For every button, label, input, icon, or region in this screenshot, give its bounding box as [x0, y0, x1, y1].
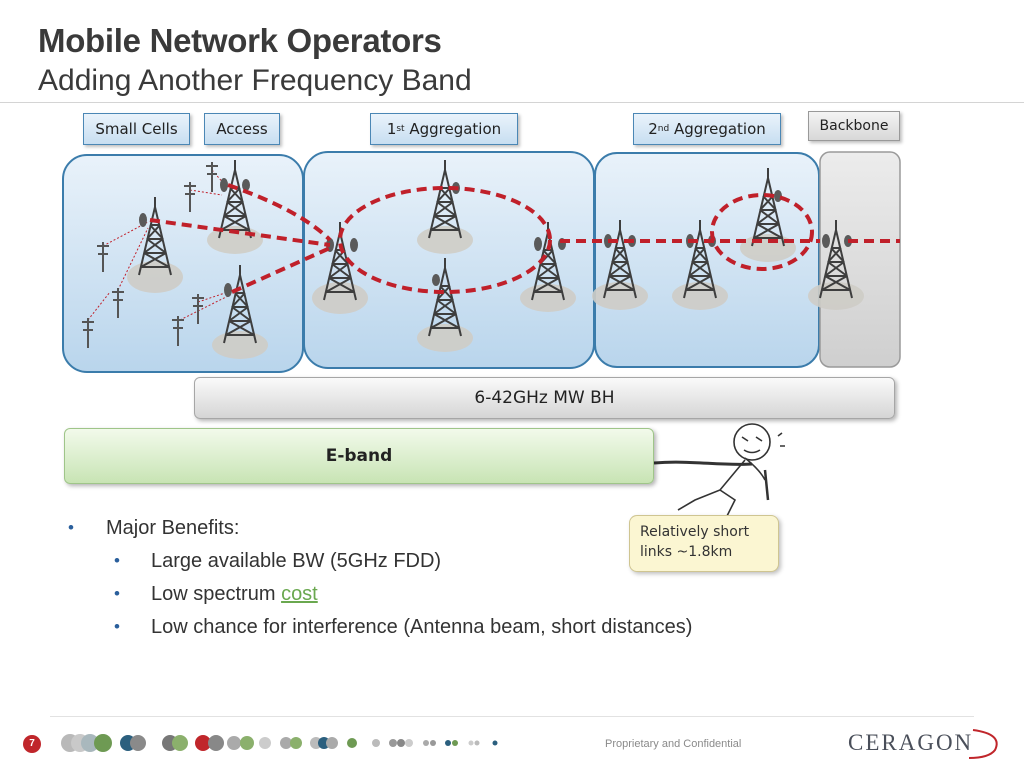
backbone-panel: [819, 151, 901, 368]
aggregation-1-panel: [303, 151, 595, 369]
aggregation-1-number: 1: [386, 120, 397, 138]
bullet-text: Low spectrum cost: [151, 583, 318, 605]
aggregation-1-ordinal: st: [396, 124, 405, 134]
aggregation-2-number: 2: [648, 120, 658, 138]
eband-bar: E-band: [64, 428, 654, 484]
mw-backhaul-bar: 6-42GHz MW BH: [194, 377, 895, 419]
ceragon-logo: CERAGON: [848, 730, 974, 755]
bullet-icon: •: [114, 551, 120, 570]
bullet-item: • Low chance for interference (Antenna be…: [68, 613, 692, 646]
page-number: 7: [23, 735, 41, 753]
footer-divider: [50, 716, 974, 717]
bullet-text: Low chance for interference (Antenna bea…: [151, 616, 693, 638]
tug-of-war-figure-icon: [653, 423, 785, 521]
benefits-list: • Major Benefits: • Large available BW (5G…: [68, 514, 692, 646]
confidentiality-notice: Proprietary and Confidential: [605, 738, 742, 750]
tower-icons: [81, 159, 853, 349]
microwave-links: [149, 183, 900, 294]
aggregation-2-label: Aggregation: [669, 120, 766, 138]
slide-subtitle: Adding Another Frequency Band: [38, 64, 472, 97]
cost-link[interactable]: cost: [281, 583, 318, 605]
aggregation-1-label: Aggregation: [404, 120, 502, 138]
short-links-callout: Relatively short links ~1.8km: [629, 515, 779, 572]
bullet-icon: •: [114, 617, 120, 636]
bullet-heading-text: Major Benefits:: [106, 517, 240, 539]
access-panel: [62, 154, 304, 373]
bullet-heading: • Major Benefits:: [68, 514, 692, 547]
decorative-dots-icon: [61, 734, 498, 752]
backbone-tag: Backbone: [808, 111, 900, 141]
aggregation-2-ordinal: nd: [657, 124, 670, 134]
bullet-text-prefix: Low spectrum: [151, 583, 282, 605]
small-cells-tag: Small Cells: [83, 113, 190, 145]
slide-title: Mobile Network Operators: [38, 22, 442, 59]
bullet-text: Large available BW (5GHz FDD): [151, 550, 442, 572]
bullet-item: • Large available BW (5GHz FDD): [68, 547, 692, 580]
bullet-item: • Low spectrum cost: [68, 580, 692, 613]
bullet-icon: •: [114, 584, 120, 603]
bullet-icon: •: [68, 518, 74, 537]
access-tag: Access: [204, 113, 280, 145]
logo-swoosh-icon: [968, 729, 998, 759]
aggregation-2-panel: [594, 152, 820, 368]
title-divider: [0, 102, 1024, 103]
